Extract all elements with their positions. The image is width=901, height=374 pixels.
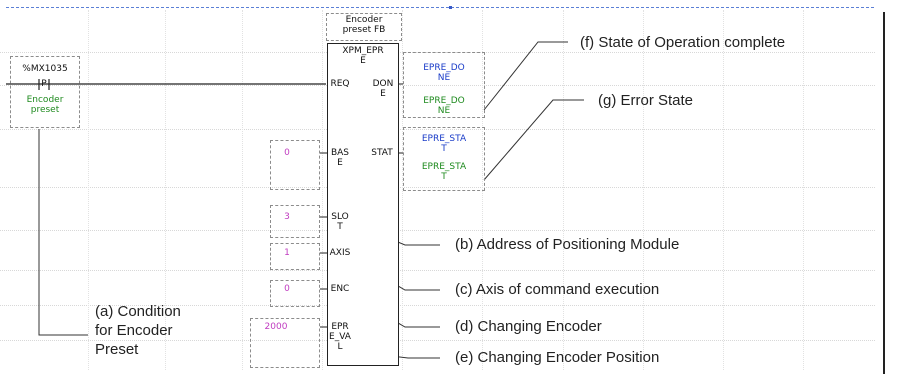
contact-symbol: P (41, 79, 47, 89)
fb-title: Encoder preset FB (342, 15, 386, 35)
contact-label: Encoder preset (26, 95, 64, 115)
epre-val-box (250, 318, 320, 368)
top-border (6, 7, 874, 8)
fb-name: XPM_EPR E (342, 46, 384, 66)
contact-address: %MX1035 (22, 64, 68, 74)
grid-line (88, 10, 89, 370)
grid-line (242, 10, 243, 370)
epre-val-value: 2000 (264, 322, 288, 332)
stat-var-name: EPRE_STA T (421, 134, 467, 154)
fb-input-enc: ENC (330, 284, 350, 294)
enc-value: 0 (284, 284, 290, 294)
grid-line (0, 340, 875, 341)
annotation-e: (e) Changing Encoder Position (455, 349, 660, 366)
fb-input-req: REQ (330, 79, 350, 89)
annotation-a: (a) Condition for Encoder Preset (95, 303, 181, 358)
annotation-f: (f) State of Operation complete (580, 34, 786, 51)
grid-line (563, 10, 564, 370)
base-value-box (270, 140, 320, 190)
base-value: 0 (284, 148, 290, 158)
annotation-g: (g) Error State (598, 92, 694, 109)
annotation-d: (d) Changing Encoder (455, 318, 602, 335)
grid-line (0, 230, 875, 231)
grid-line (803, 10, 804, 370)
axis-value-box (270, 243, 320, 270)
axis-value: 1 (284, 248, 290, 258)
grid-line (0, 305, 875, 306)
fb-input-slot: SLO T (331, 212, 349, 232)
grid-line (0, 85, 875, 86)
grid-line (165, 10, 166, 370)
fb-title-box (326, 13, 402, 41)
stat-var-box (403, 127, 485, 191)
stat-var-comment: EPRE_STA T (421, 162, 467, 182)
grid-line (643, 10, 644, 370)
annotation-c: (c) Axis of command execution (455, 281, 660, 298)
slot-value-box (270, 205, 320, 238)
fb-output-stat: STAT (371, 148, 393, 158)
grid-line (0, 129, 875, 130)
top-marker (449, 6, 452, 9)
grid-line (0, 270, 875, 271)
annotation-b: (b) Address of Positioning Module (455, 236, 680, 253)
function-block[interactable] (327, 43, 399, 366)
right-power-rail (883, 12, 885, 374)
fb-output-done: DON E (372, 79, 394, 99)
done-var-box (403, 52, 485, 118)
slot-value: 3 (284, 212, 290, 222)
grid-line (0, 187, 875, 188)
enc-value-box (270, 280, 320, 307)
fb-input-axis: AXIS (329, 248, 351, 258)
grid-line (322, 10, 323, 370)
grid-line (402, 10, 403, 370)
fb-input-epre-val: EPR E_VA L (329, 322, 351, 352)
fb-input-base: BAS E (330, 148, 350, 168)
done-var-comment: EPRE_DO NE (423, 96, 465, 116)
grid-line (723, 10, 724, 370)
contact-box (10, 56, 80, 128)
done-var-name: EPRE_DO NE (423, 63, 465, 83)
